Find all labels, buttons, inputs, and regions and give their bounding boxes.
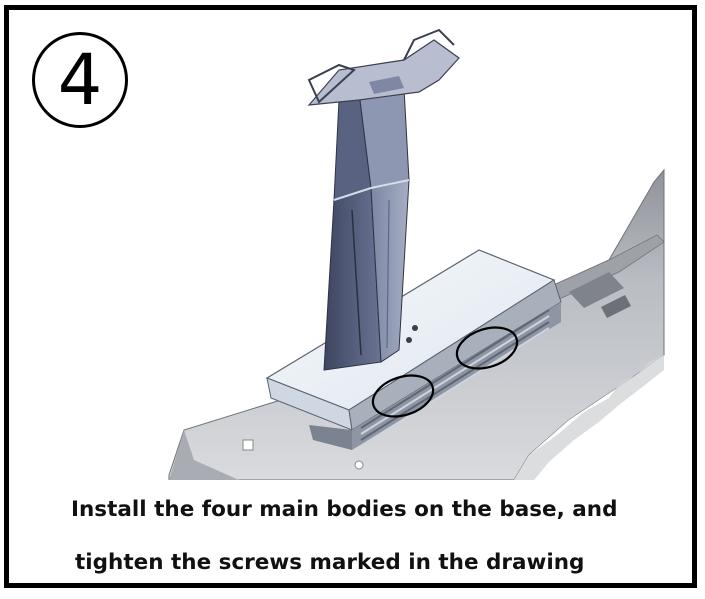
instruction-caption-line-2: tighten the screws marked in the drawing — [75, 550, 585, 575]
step-number: 4 — [57, 39, 103, 121]
foot-plate — [265, 249, 562, 450]
lifting-column — [307, 28, 460, 371]
screw-marker-icon — [455, 326, 519, 370]
instruction-caption-line-1: Install the four main bodies on the base… — [71, 497, 618, 522]
instruction-panel: 4 Install the four main bodies on the ba… — [4, 5, 697, 588]
assembly-illustration — [168, 28, 665, 480]
screw-marker-icon — [371, 374, 435, 418]
step-number-badge: 4 — [32, 32, 128, 128]
